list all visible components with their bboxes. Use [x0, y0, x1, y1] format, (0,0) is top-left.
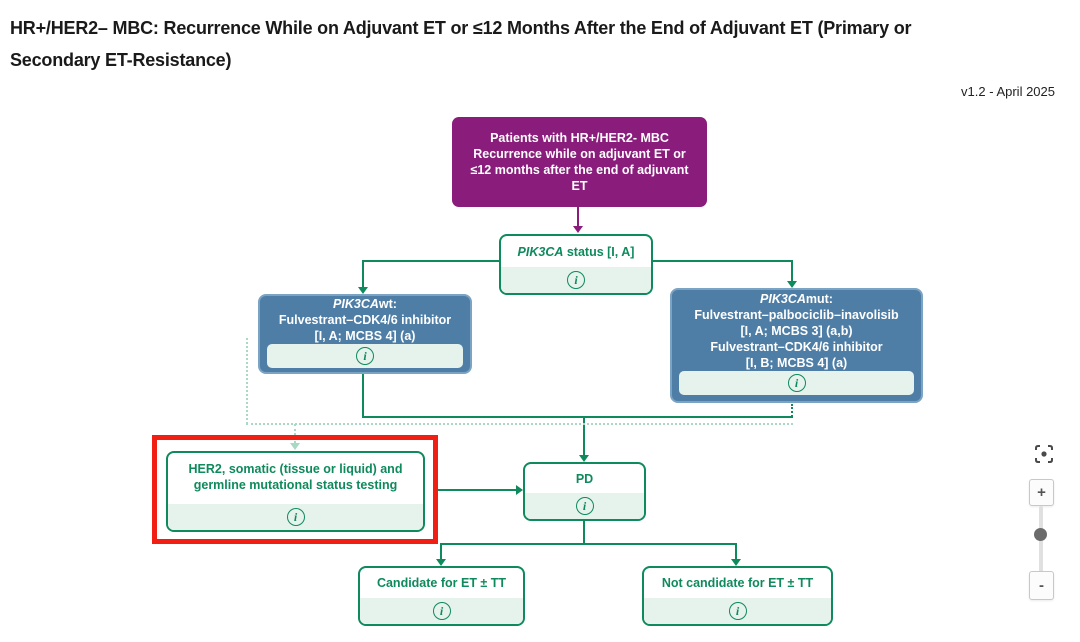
mut-line: [I, B; MCBS 4] (a)	[745, 355, 848, 370]
candidate-label: Candidate for ET ± TT	[376, 576, 507, 590]
info-bar: i	[525, 493, 644, 519]
info-bar: i	[644, 598, 831, 624]
arrowhead-to-mut	[787, 281, 797, 288]
status-text: status [I, A]	[563, 244, 635, 259]
arrowhead-to-not-candidate	[731, 559, 741, 566]
connector-to-not-candidate	[735, 543, 737, 560]
wt-line: [I, A; MCBS 4] (a)	[314, 329, 416, 343]
her2-line: HER2, somatic (tissue or liquid) and	[188, 462, 403, 476]
zoom-out-button[interactable]: -	[1029, 571, 1054, 600]
info-icon[interactable]: i	[728, 602, 747, 620]
node-pd-text: PD	[525, 464, 644, 493]
zoom-slider-handle[interactable]	[1034, 528, 1047, 541]
info-icon[interactable]: i	[356, 347, 374, 365]
arrowhead-testing-to-pd	[516, 485, 523, 495]
connector-pd-down	[583, 521, 585, 545]
connector-mut-down-dotted	[791, 404, 793, 417]
node-pik3ca-wt-text: PIK3CAwt: Fulvestrant–CDK4/6 inhibitor […	[260, 296, 470, 344]
not-candidate-label: Not candidate for ET ± TT	[661, 576, 814, 590]
info-icon[interactable]: i	[432, 602, 451, 620]
node-candidate: Candidate for ET ± TT i	[358, 566, 525, 626]
connector-status-right-drop	[791, 260, 793, 281]
node-pd: PD i	[523, 462, 646, 521]
mut-line: Fulvestrant–palbociclib–inavolisib	[694, 307, 899, 322]
node-her2-testing-text: HER2, somatic (tissue or liquid) and ger…	[168, 453, 423, 504]
connector-to-candidate	[440, 543, 442, 560]
mut-line: Fulvestrant–CDK4/6 inhibitor	[710, 339, 883, 354]
zoom-in-button[interactable]: +	[1029, 479, 1054, 506]
node-pik3ca-mut-text: PIK3CAmut: Fulvestrant–palbociclib–inavo…	[672, 290, 921, 371]
node-pik3ca-status: PIK3CA status [I, A] i	[499, 234, 653, 295]
viewfinder-icon	[1034, 445, 1054, 468]
wt-line: Fulvestrant–CDK4/6 inhibitor	[278, 313, 452, 327]
gene-suffix: wt:	[378, 297, 397, 311]
connector-merge-horizontal	[362, 416, 793, 418]
page-title: HR+/HER2– MBC: Recurrence While on Adjuv…	[10, 12, 911, 76]
patients-line: ≤12 months after the end of adjuvant	[470, 163, 689, 177]
node-not-candidate: Not candidate for ET ± TT i	[642, 566, 833, 626]
info-bar: i	[360, 598, 523, 624]
node-pik3ca-mut: PIK3CAmut: Fulvestrant–palbociclib–inavo…	[670, 288, 923, 403]
arrowhead-to-candidate	[436, 559, 446, 566]
node-pik3ca-status-text: PIK3CA status [I, A]	[501, 236, 651, 267]
patients-line: Recurrence while on adjuvant ET or	[473, 147, 686, 161]
mut-line: [I, A; MCBS 3] (a,b)	[740, 323, 853, 338]
connector-status-left	[362, 260, 501, 262]
info-bar: i	[501, 267, 651, 293]
patients-line: ET	[571, 179, 588, 193]
node-pik3ca-wt: PIK3CAwt: Fulvestrant–CDK4/6 inhibitor […	[258, 294, 472, 374]
pik3ca-status-line: PIK3CA status [I, A]	[518, 244, 635, 260]
patients-line: Patients with HR+/HER2- MBC	[490, 131, 669, 145]
node-not-candidate-text: Not candidate for ET ± TT	[644, 568, 831, 598]
pd-label: PD	[575, 471, 594, 486]
connector-merge-to-pd	[583, 416, 585, 455]
arrowhead-dotted-to-testing	[290, 443, 300, 450]
dotted-path-vertical	[246, 338, 248, 424]
wt-line: PIK3CAwt:	[333, 296, 397, 312]
connector-wt-down	[362, 374, 364, 418]
her2-line: germline mutational status testing	[193, 478, 398, 492]
node-patients-text: Patients with HR+/HER2- MBC Recurrence w…	[452, 117, 707, 207]
connector-status-left-drop	[362, 260, 364, 287]
node-patients: Patients with HR+/HER2- MBC Recurrence w…	[452, 117, 707, 207]
info-bar: i	[679, 371, 914, 395]
connector-split-horizontal	[440, 543, 737, 545]
mut-line: PIK3CAmut:	[760, 291, 833, 307]
arrowhead-patients-to-status	[573, 226, 583, 233]
node-her2-testing: HER2, somatic (tissue or liquid) and ger…	[166, 451, 425, 532]
gene-name: PIK3CA	[333, 297, 379, 311]
node-candidate-text: Candidate for ET ± TT	[360, 568, 523, 598]
gene-name: PIK3CA	[760, 291, 806, 306]
info-bar: i	[168, 504, 423, 530]
info-icon[interactable]: i	[286, 508, 305, 526]
connector-status-right	[653, 260, 793, 262]
dotted-path-drop	[294, 424, 296, 443]
connector-patients-to-status	[577, 206, 579, 227]
page-title-line1: HR+/HER2– MBC: Recurrence While on Adjuv…	[10, 18, 912, 38]
reset-zoom-button[interactable]	[1034, 444, 1054, 464]
connector-testing-to-pd	[438, 489, 517, 491]
gene-suffix: mut:	[805, 291, 833, 306]
arrowhead-to-pd	[579, 455, 589, 462]
info-bar: i	[267, 344, 463, 368]
info-icon[interactable]: i	[567, 271, 585, 289]
info-icon[interactable]: i	[575, 497, 594, 515]
gene-name: PIK3CA	[517, 244, 564, 259]
arrowhead-to-wt	[358, 287, 368, 294]
version-label: v1.2 - April 2025	[961, 84, 1055, 99]
dotted-path-horizontal	[246, 423, 793, 425]
page-title-line2: Secondary ET-Resistance)	[10, 50, 232, 70]
info-icon[interactable]: i	[787, 374, 806, 392]
